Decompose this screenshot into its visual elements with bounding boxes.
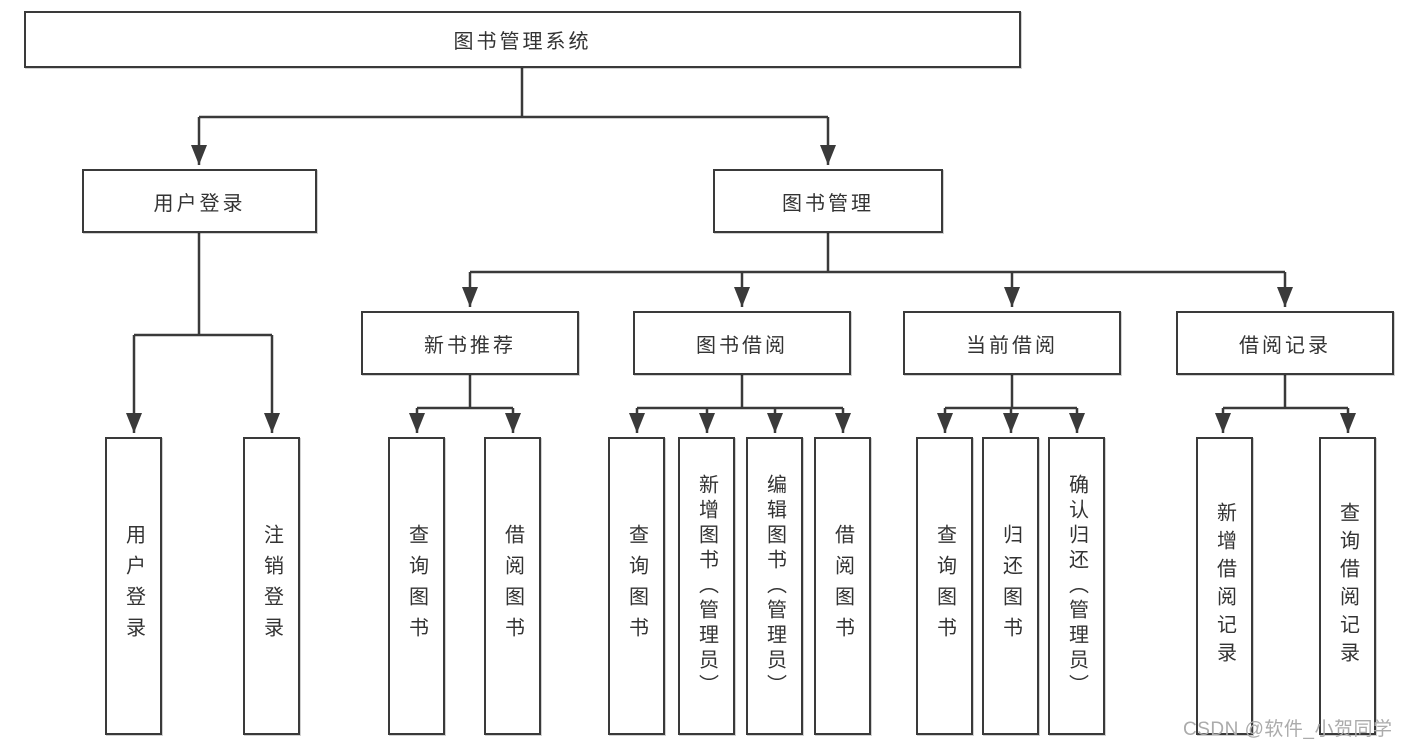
node-current-borrow: 当前借阅 <box>903 311 1121 375</box>
node-book-borrow: 图书借阅 <box>633 311 851 375</box>
connector-book-borrow-split <box>637 375 843 410</box>
node-leaf-cb-confirm-return-admin: 确认归还（管理员） <box>1048 437 1105 735</box>
node-label: 用户登录 <box>122 524 145 648</box>
node-label: 图书管理系统 <box>453 31 592 53</box>
node-leaf-nr-borrow-book: 借阅图书 <box>484 437 541 735</box>
node-leaf-br-query-record: 查询借阅记录 <box>1319 437 1376 735</box>
node-leaf-bb-borrow-book: 借阅图书 <box>814 437 871 735</box>
node-label: 新增图书（管理员） <box>695 473 718 699</box>
node-label: 图书管理 <box>782 192 874 215</box>
connector-book-mgmt-split <box>470 233 1285 274</box>
watermark: CSDN @软件_小贺同学 <box>1183 719 1393 740</box>
node-label: 查询图书 <box>625 524 648 648</box>
node-label: 注销登录 <box>260 524 283 648</box>
connector-current-borrow-split <box>945 375 1077 410</box>
node-label: 新书推荐 <box>424 334 516 357</box>
node-user-login: 用户登录 <box>82 169 317 233</box>
node-leaf-cb-query-book: 查询图书 <box>916 437 973 735</box>
node-leaf-bb-query-book: 查询图书 <box>608 437 665 735</box>
node-label: 查询图书 <box>405 524 428 648</box>
node-leaf-cb-return-book: 归还图书 <box>982 437 1039 735</box>
node-leaf-bb-add-book-admin: 新增图书（管理员） <box>678 437 735 735</box>
node-new-book-recommend: 新书推荐 <box>361 311 579 375</box>
node-label: 查询借阅记录 <box>1336 502 1359 670</box>
node-leaf-logout: 注销登录 <box>243 437 300 735</box>
connector-user-login-split <box>134 233 272 337</box>
node-label: 新增借阅记录 <box>1213 502 1236 670</box>
node-label: 借阅记录 <box>1239 334 1331 357</box>
node-leaf-nr-query-book: 查询图书 <box>388 437 445 735</box>
node-label: 查询图书 <box>933 524 956 648</box>
node-book-mgmt: 图书管理 <box>713 169 943 233</box>
node-label: 借阅图书 <box>501 524 524 648</box>
connector-new-recommend-split <box>417 375 513 410</box>
node-label: 当前借阅 <box>966 334 1058 357</box>
node-label: 编辑图书（管理员） <box>763 473 786 699</box>
node-label: 归还图书 <box>999 524 1022 648</box>
node-leaf-bb-edit-book-admin: 编辑图书（管理员） <box>746 437 803 735</box>
node-label: 用户登录 <box>153 192 246 215</box>
connector-root-split <box>199 68 828 119</box>
node-leaf-user-login: 用户登录 <box>105 437 162 735</box>
node-label: 借阅图书 <box>831 524 854 648</box>
connector-borrow-records-split <box>1223 375 1348 410</box>
node-borrow-records: 借阅记录 <box>1176 311 1394 375</box>
node-root: 图书管理系统 <box>24 11 1021 68</box>
node-leaf-br-add-record: 新增借阅记录 <box>1196 437 1253 735</box>
node-label: 图书借阅 <box>696 334 788 357</box>
node-label: 确认归还（管理员） <box>1065 473 1088 699</box>
